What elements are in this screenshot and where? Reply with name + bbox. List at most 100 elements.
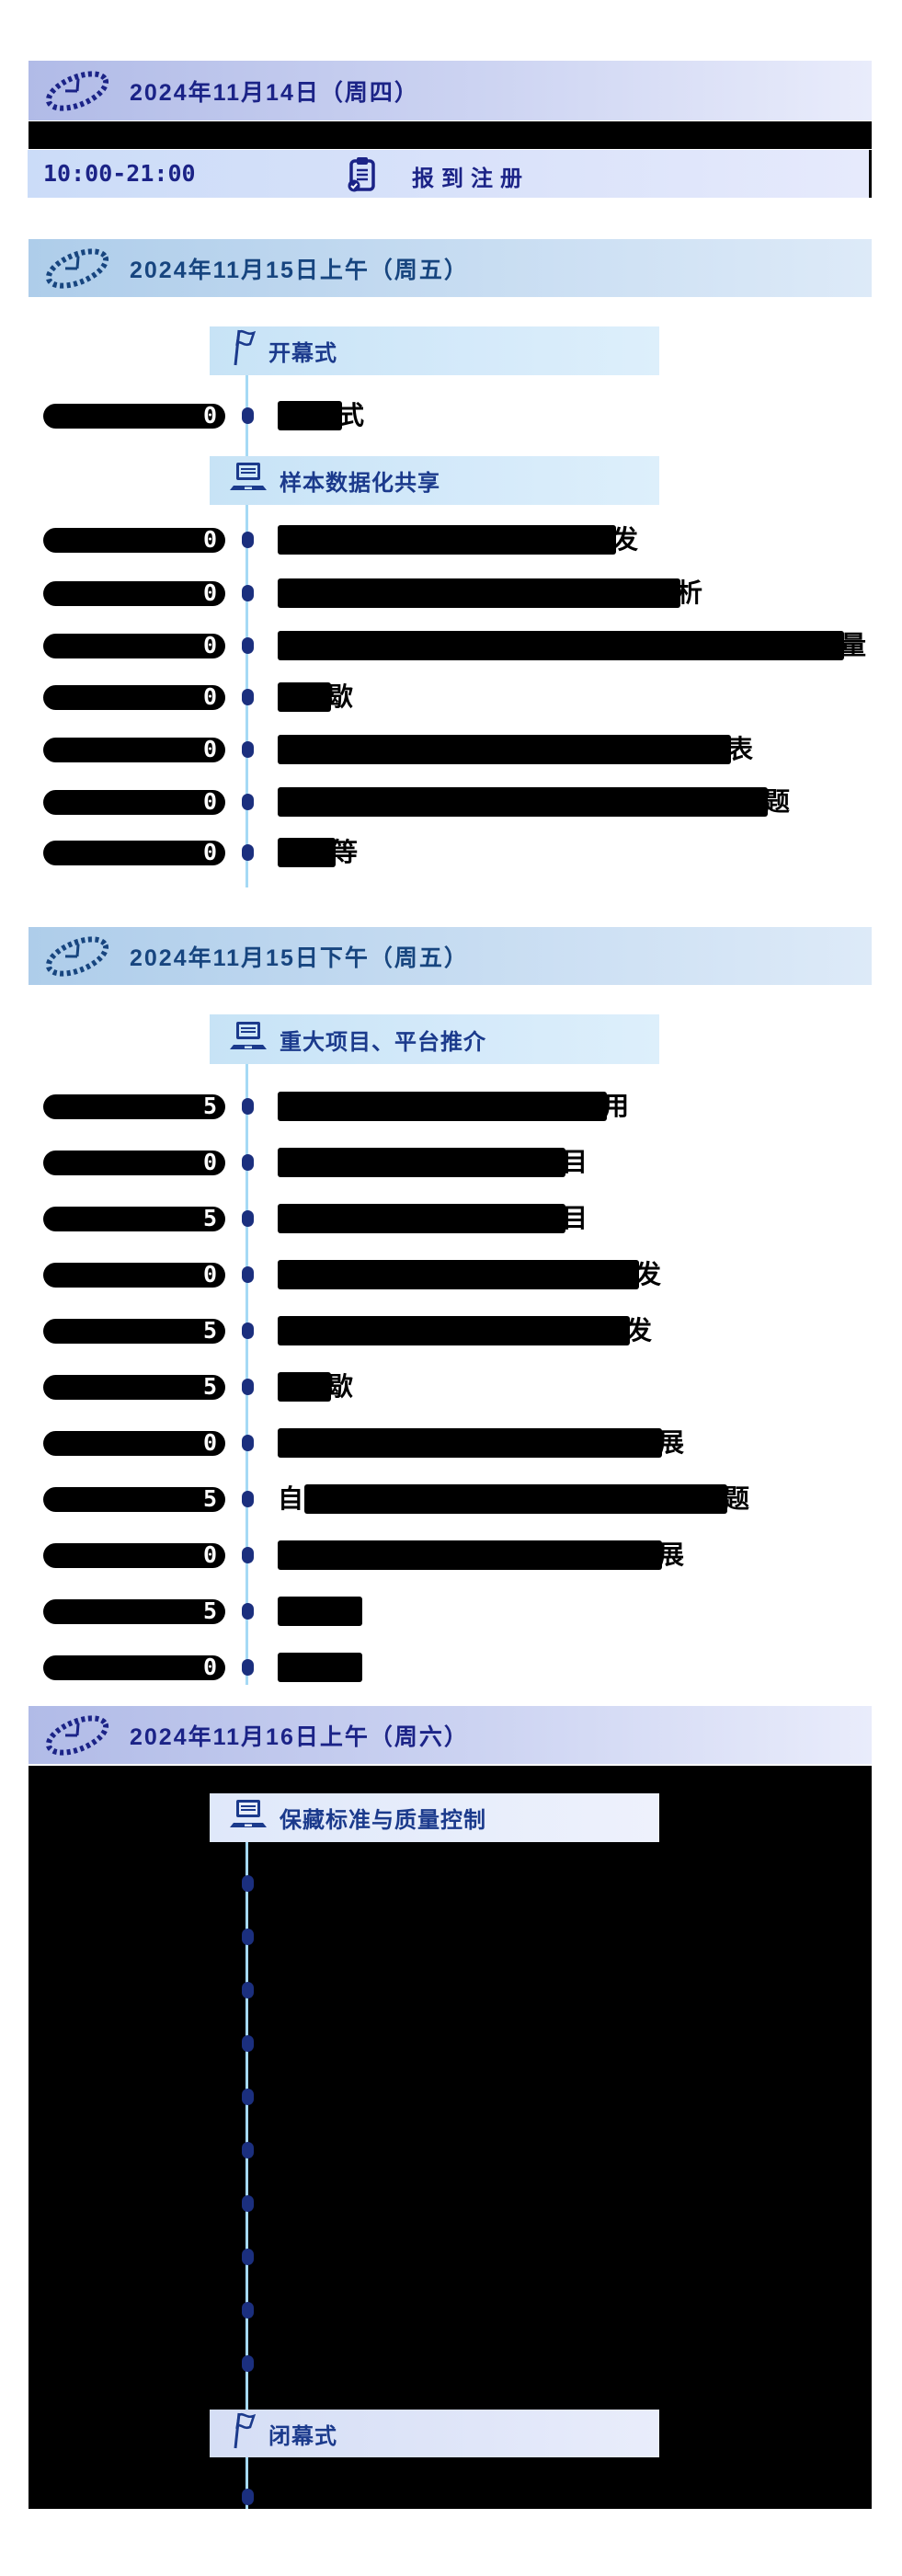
laptop-icon	[228, 1798, 268, 1838]
redacted-event-bar	[278, 525, 616, 555]
day3am-timeline-line	[245, 1842, 248, 2509]
redacted-time-pill: 0	[43, 404, 225, 429]
timeline-dot	[242, 1435, 254, 1451]
timeline-dot	[242, 689, 254, 705]
time-end-digit: 5	[202, 1317, 217, 1344]
timeline-dot	[242, 2195, 254, 2212]
timeline-dot	[242, 2035, 254, 2052]
redacted-time-pill: 5	[43, 1207, 225, 1231]
timeline-dot	[242, 741, 254, 758]
redacted-event-bar	[304, 1484, 727, 1514]
closing-ceremony-label: 闭幕式	[268, 2423, 337, 2449]
flag-icon	[228, 327, 257, 374]
opening-ceremony-banner: 开幕式	[210, 326, 659, 375]
event-text-fragment: 发	[612, 525, 639, 554]
redacted-event-bar	[278, 735, 731, 764]
closing-ceremony-banner: 闭幕式	[210, 2410, 659, 2457]
timeline-dot	[242, 1266, 254, 1283]
event-text-fragment: 目	[562, 1148, 588, 1176]
timeline-dot	[242, 1547, 254, 1563]
day2am-timeline-line	[245, 374, 248, 887]
time-end-digit: 0	[202, 1654, 217, 1680]
redacted-time-pill: 5	[43, 1599, 225, 1624]
redacted-time-pill: 5	[43, 1094, 225, 1119]
redacted-time-pill: 0	[43, 634, 225, 658]
registration-label: 报到注册	[412, 166, 530, 191]
timeline-dot	[242, 1322, 254, 1339]
timeline-dot	[242, 1603, 254, 1620]
agenda-row: 5	[0, 1596, 902, 1627]
time-end-digit: 5	[202, 1597, 217, 1624]
time-end-digit: 0	[202, 1261, 217, 1288]
time-end-digit: 0	[202, 788, 217, 815]
day3am-header: 2024年11月16日上午（周六）	[29, 1706, 872, 1764]
day1-date: 2024年11月14日（周四）	[130, 79, 419, 106]
event-text-fragment: 题	[724, 1484, 750, 1513]
timeline-dot	[242, 2089, 254, 2105]
timeline-dot	[242, 1210, 254, 1227]
session-banner-major-projects: 重大项目、平台推介	[210, 1014, 659, 1064]
event-text-fragment: 表	[727, 735, 754, 763]
time-end-digit: 0	[202, 526, 217, 553]
time-end-digit: 5	[202, 1205, 217, 1231]
redacted-event-bar	[278, 1204, 565, 1233]
timeline-dot	[242, 1982, 254, 1998]
clock-icon	[41, 69, 113, 113]
time-end-digit: 0	[202, 736, 217, 762]
day2pm-date: 2024年11月15日下午（周五）	[130, 945, 469, 971]
time-end-digit: 0	[202, 632, 217, 658]
redacted-event-bar	[278, 1260, 639, 1289]
opening-ceremony-label: 开幕式	[268, 341, 337, 366]
laptop-icon	[228, 461, 268, 500]
timeline-dot	[242, 1154, 254, 1171]
timeline-dot	[242, 585, 254, 601]
redacted-event-bar	[278, 1148, 565, 1177]
timeline-dot	[242, 844, 254, 861]
session-banner-preservation: 保藏标准与质量控制	[210, 1793, 659, 1842]
time-end-digit: 5	[202, 1485, 217, 1512]
redacted-event-bar	[278, 1428, 662, 1458]
redacted-time-pill: 5	[43, 1487, 225, 1512]
redacted-event-bar	[278, 1597, 362, 1626]
redacted-row	[29, 121, 872, 149]
agenda-row: 0	[0, 1652, 902, 1683]
laptop-icon	[228, 1020, 268, 1059]
redacted-time-pill: 0	[43, 738, 225, 762]
registration-time: 10:00-21:00	[43, 160, 196, 187]
timeline-dot	[242, 2355, 254, 2372]
timeline-dot	[242, 1098, 254, 1115]
redacted-event-bar	[278, 787, 768, 817]
timeline-dot	[242, 1379, 254, 1395]
time-end-digit: 0	[202, 1149, 217, 1175]
timeline-dot	[242, 407, 254, 424]
session-banner-label: 重大项目、平台推介	[280, 1029, 486, 1055]
day3am-date: 2024年11月16日上午（周六）	[130, 1723, 469, 1750]
redacted-event-bar	[278, 682, 331, 712]
redacted-event-bar	[278, 631, 844, 660]
time-end-digit: 0	[202, 402, 217, 429]
timeline-dot	[242, 1875, 254, 1892]
time-end-digit: 0	[202, 1541, 217, 1568]
redacted-time-pill: 0	[43, 790, 225, 815]
redacted-time-pill: 0	[43, 1543, 225, 1568]
redacted-event-bar	[278, 1372, 331, 1402]
registration-row: 10:00-21:00 报到注册	[28, 150, 872, 198]
day1-header: 2024年11月14日（周四）	[29, 61, 872, 120]
clock-icon	[41, 1713, 113, 1757]
day2am-date: 2024年11月15日上午（周五）	[130, 257, 469, 283]
redacted-event-bar	[278, 838, 336, 867]
redacted-time-pill: 0	[43, 1431, 225, 1456]
redacted-time-pill: 0	[43, 528, 225, 553]
redacted-event-bar	[278, 578, 680, 608]
time-end-digit: 5	[202, 1373, 217, 1400]
